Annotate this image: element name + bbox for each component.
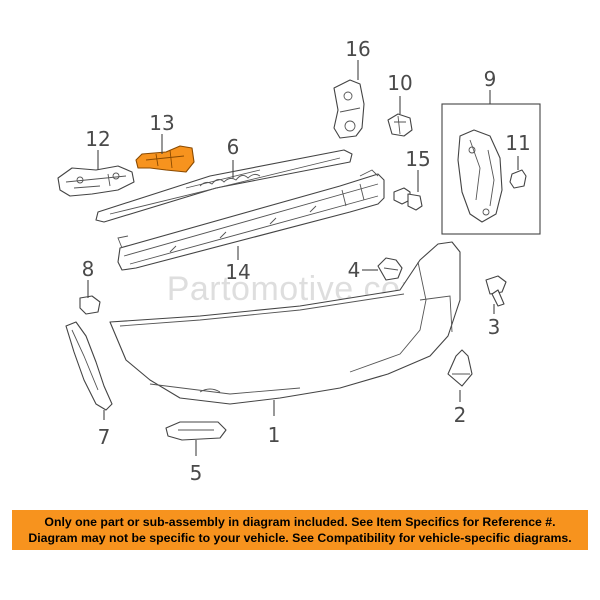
callout-5: 5 xyxy=(190,461,203,485)
disclaimer-line-2: Diagram may not be specific to your vehi… xyxy=(28,531,572,545)
part-11-clip xyxy=(509,169,527,189)
part-4-push-clip xyxy=(377,257,403,281)
part-9-side-bracket xyxy=(457,129,503,223)
part-15-bolt xyxy=(393,187,423,211)
callout-14: 14 xyxy=(225,260,250,284)
part-6-reflector-strip xyxy=(95,149,353,223)
callout-16: 16 xyxy=(345,37,370,61)
part-5-reflector xyxy=(165,421,227,441)
part-13-highlighted-bracket xyxy=(135,145,195,173)
callout-6: 6 xyxy=(227,135,240,159)
callout-1: 1 xyxy=(268,423,281,447)
part-12-left-bracket xyxy=(57,165,135,197)
callout-2: 2 xyxy=(454,403,467,427)
part-8-clip xyxy=(79,295,101,315)
callout-4: 4 xyxy=(348,258,361,282)
part-16-vertical-bracket xyxy=(333,79,365,139)
callout-13: 13 xyxy=(149,111,174,135)
part-7-side-trim xyxy=(65,321,113,411)
part-2-push-pin xyxy=(447,349,473,387)
callout-11: 11 xyxy=(505,131,530,155)
callout-8: 8 xyxy=(82,257,95,281)
part-1-bumper-cover xyxy=(109,241,461,405)
disclaimer-banner: Only one part or sub-assembly in diagram… xyxy=(12,510,588,550)
exploded-parts-diagram: Partomotive.com 12 13 6 14 16 xyxy=(57,37,541,485)
callout-15: 15 xyxy=(405,147,430,171)
callout-7: 7 xyxy=(98,425,111,449)
part-10-clip-nut xyxy=(387,113,413,137)
callout-3: 3 xyxy=(488,315,501,339)
callout-12: 12 xyxy=(85,127,110,151)
callout-9: 9 xyxy=(484,67,497,91)
part-3-screw xyxy=(485,275,507,307)
part-14-reinforcement-beam xyxy=(117,169,385,271)
callout-10: 10 xyxy=(387,71,412,95)
disclaimer-line-1: Only one part or sub-assembly in diagram… xyxy=(44,515,556,529)
